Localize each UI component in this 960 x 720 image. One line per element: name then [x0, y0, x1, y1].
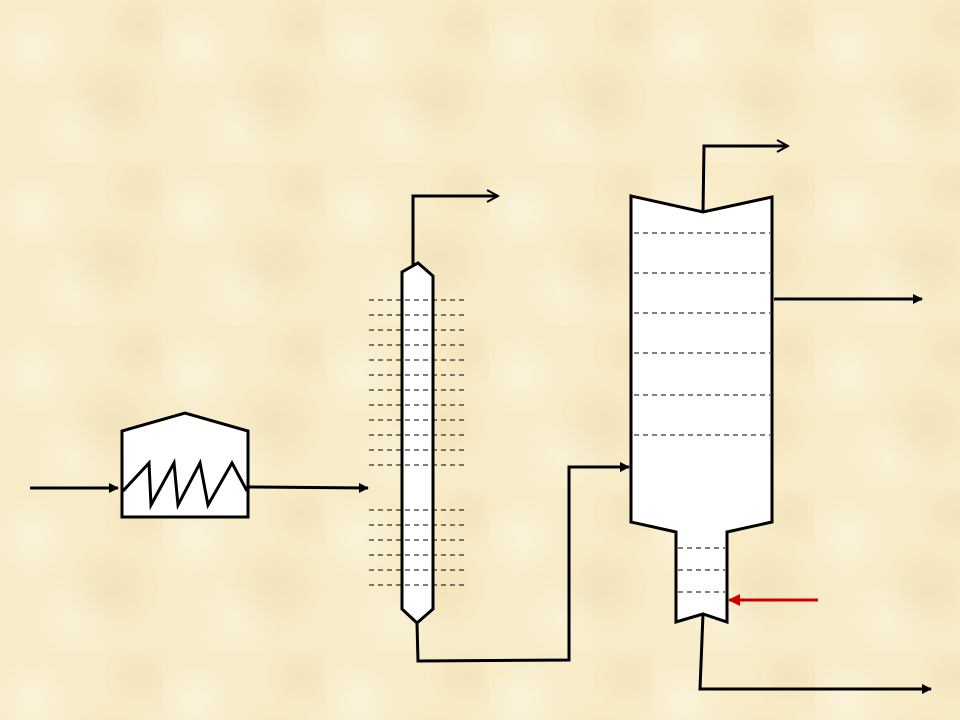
fractionator-bottoms-stream	[698, 613, 932, 694]
fractionator-column	[629, 194, 774, 625]
fractionator-body	[629, 194, 774, 625]
fractionator-trays	[634, 232, 770, 593]
tall-column-body	[400, 261, 435, 626]
column-bottoms-stream	[415, 462, 630, 663]
heater-coil	[121, 457, 249, 511]
heater-body	[120, 411, 250, 519]
heater-out-stream	[248, 482, 369, 493]
fractionator-overhead-stream	[701, 146, 788, 213]
fired-heater	[120, 411, 250, 519]
column-overhead-stream	[411, 196, 498, 265]
tall-column-trays	[369, 299, 467, 586]
tall-column	[369, 261, 467, 626]
